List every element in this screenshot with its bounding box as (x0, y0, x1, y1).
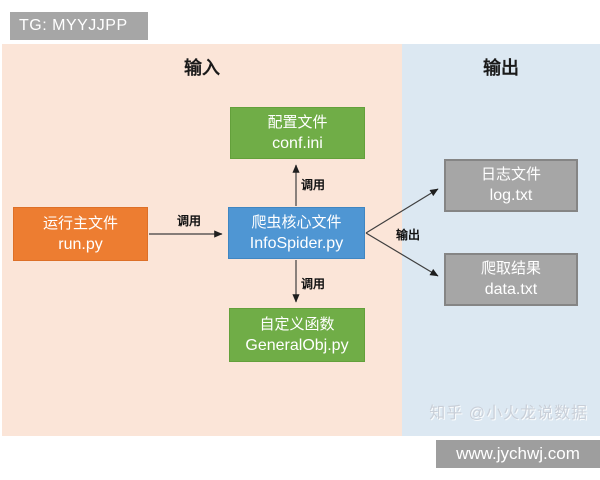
node-spider-filename: InfoSpider.py (249, 234, 344, 252)
node-infospider-py: 爬虫核心文件 InfoSpider.py (228, 207, 365, 259)
website-url-bar: www.jychwj.com (436, 440, 600, 468)
edge-label-spider-to-outputs: 输出 (395, 228, 420, 242)
node-run-filename: run.py (58, 235, 103, 253)
output-section-title: 输出 (483, 58, 519, 78)
node-log-txt: 日志文件 log.txt (444, 159, 578, 212)
node-conf-filename: conf.ini (272, 134, 323, 152)
node-data-txt: 爬取结果 data.txt (444, 253, 578, 306)
zhihu-watermark: 知乎 @小火龙说数据 (429, 405, 588, 422)
edge-label-spider-to-conf: 调用 (301, 178, 326, 192)
node-run-py: 运行主文件 run.py (13, 207, 148, 261)
node-generalobj-py: 自定义函数 GeneralObj.py (229, 308, 365, 362)
node-general-filename: GeneralObj.py (245, 336, 349, 354)
node-log-title: 日志文件 (480, 166, 541, 183)
node-data-filename: data.txt (484, 281, 538, 298)
node-spider-title: 爬虫核心文件 (251, 213, 342, 231)
node-conf-title: 配置文件 (267, 113, 328, 131)
node-data-title: 爬取结果 (480, 260, 541, 277)
edge-label-run-to-spider: 调用 (176, 214, 201, 228)
node-log-filename: log.txt (489, 187, 533, 204)
node-conf-ini: 配置文件 conf.ini (230, 107, 365, 159)
output-section-background (402, 44, 600, 436)
flow-diagram: 输入 输出 调用 调用 调用 输出 运行主文件 run.py 配置文件 conf… (2, 44, 600, 436)
tg-badge: TG: MYYJJPP (10, 12, 148, 40)
node-run-title: 运行主文件 (42, 214, 118, 232)
input-section-title: 输入 (184, 58, 220, 78)
node-general-title: 自定义函数 (259, 315, 335, 333)
edge-label-spider-to-general: 调用 (301, 277, 326, 291)
